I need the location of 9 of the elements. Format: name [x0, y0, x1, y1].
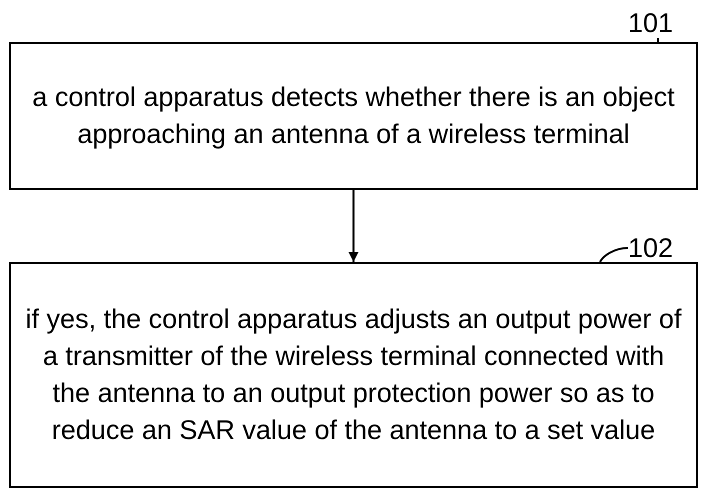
process-box	[9, 262, 698, 488]
leader-line	[599, 247, 628, 263]
leader-line	[657, 38, 659, 42]
step-text: a control apparatus detects whether there is an object approaching an antenna of a wireless terminal	[31, 81, 676, 151]
reference-number: 102	[628, 233, 674, 263]
reference-number: 101	[628, 8, 674, 38]
step-text: if yes, the control apparatus adjusts an output power of a transmitter of the wireless terminal connected with the antenna to an output protection power so as to reduce an SAR value of the antenna to a set value	[25, 303, 682, 447]
process-box	[9, 42, 698, 190]
arrow	[348, 190, 358, 262]
